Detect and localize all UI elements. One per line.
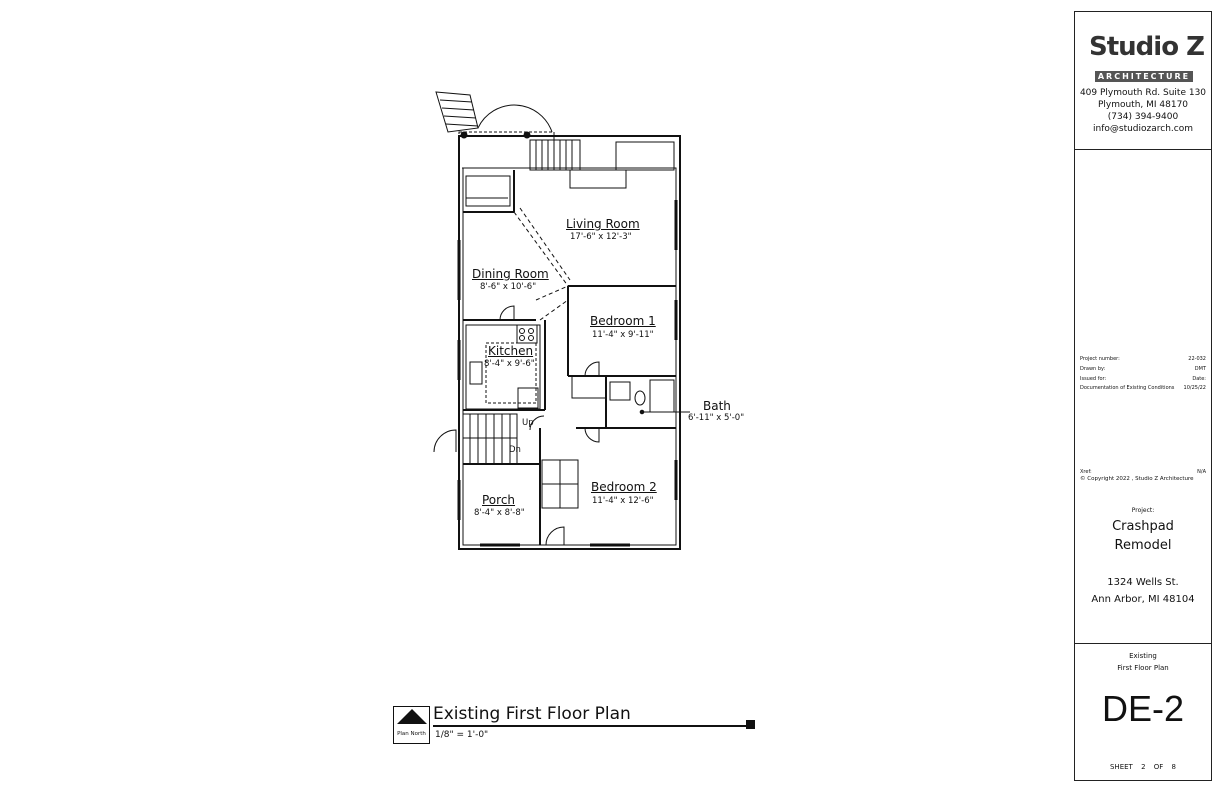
room-name-bedroom1: Bedroom 1 (590, 314, 656, 328)
fireplace-bump (569, 169, 627, 189)
firm-phone: (734) 394-9400 (1107, 112, 1179, 122)
xref-label: Xref: (1080, 469, 1092, 475)
north-arrow-box: Plan North (393, 706, 430, 744)
north-arrow-icon (397, 709, 427, 724)
door-swing (433, 429, 457, 453)
room-dims-living: 17'-6" x 12'-3" (570, 232, 632, 242)
sheet-total: 8 (1171, 763, 1177, 771)
sheet-label: SHEET (1109, 763, 1133, 771)
meta-label: Drawn by: (1080, 366, 1106, 372)
room-name-bedroom2: Bedroom 2 (591, 480, 657, 494)
meta-row: Documentation of Existing Conditions 10/… (1080, 385, 1206, 391)
stair-down-label: Dn (509, 445, 521, 455)
room-dims-bedroom2: 11'-4" x 12'-6" (592, 496, 654, 506)
copyright: © Copyright 2022 , Studio Z Architecture (1080, 476, 1206, 482)
meta-value: 22-032 (1188, 356, 1206, 362)
north-label: Plan North (397, 731, 426, 737)
meta-row: Issued for: Date: (1080, 376, 1206, 382)
room-dims-porch: 8'-4" x 8'-8" (474, 508, 525, 518)
room-name-bath: Bath (703, 399, 731, 413)
meta-value: Date: (1192, 376, 1206, 382)
exterior-door-swing (477, 104, 553, 133)
entry-stair (529, 139, 581, 171)
copyright-text: Copyright 2022 , Studio Z Architecture (1087, 476, 1194, 482)
sheet-title-line: Existing (1129, 652, 1157, 660)
sheet-section: Existing First Floor Plan DE-2 SHEET 2 O… (1075, 644, 1211, 780)
sheet-number: DE-2 (1101, 688, 1185, 729)
firm-logo-name: Studio Z (1089, 32, 1205, 62)
project-label: Project: (1131, 507, 1155, 514)
door-swing (545, 526, 565, 546)
firm-logo-sub: ARCHITECTURE (1095, 71, 1193, 82)
coat-closet (465, 175, 511, 207)
door-swing (584, 427, 600, 443)
firm-email: info@studiozarch.com (1093, 124, 1193, 134)
meta-label: Project number: (1080, 356, 1120, 362)
project-address-line: Ann Arbor, MI 48104 (1091, 594, 1195, 605)
room-dims-bath: 6'-11" x 5'-0" (688, 413, 745, 423)
plan-scale: 1/8" = 1'-0" (435, 730, 489, 740)
firm-address-line: 409 Plymouth Rd. Suite 130 (1079, 88, 1207, 98)
porch-bay (615, 141, 675, 171)
copyright-icon: © (1080, 476, 1086, 482)
door-swing (584, 361, 600, 377)
room-name-dining: Dining Room (472, 267, 549, 281)
room-dims-bedroom1: 11'-4" x 9'-11" (592, 330, 654, 340)
toilet (634, 390, 646, 406)
room-name-living: Living Room (566, 217, 640, 231)
xref-value: N/A (1197, 469, 1206, 475)
wall-dining-living (513, 211, 569, 287)
floor-plan-drawing (433, 91, 690, 550)
kitchen-sink (469, 361, 483, 385)
room-dims-kitchen: 8'-4" x 9'-6" (484, 359, 535, 369)
sheet-of: OF (1153, 763, 1164, 771)
front-stoop (458, 131, 555, 169)
xref-row: Xref: N/A (1080, 469, 1206, 475)
project-name-line: Crashpad (1112, 519, 1174, 534)
bathtub (649, 379, 675, 413)
title-block: Studio Z ARCHITECTURE 409 Plymouth Rd. S… (1074, 11, 1212, 781)
project-info-section: Project number: 22-032 Drawn by: DMT Iss… (1075, 150, 1211, 644)
room-name-kitchen: Kitchen (488, 344, 534, 358)
meta-row: Drawn by: DMT (1080, 366, 1206, 372)
firm-address-line: Plymouth, MI 48170 (1097, 100, 1189, 110)
title-underline (433, 725, 749, 727)
meta-label: Documentation of Existing Conditions (1080, 385, 1175, 391)
room-dims-dining: 8'-6" x 10'-6" (480, 282, 537, 292)
bath-vanity (609, 381, 631, 401)
bed1-closet (571, 375, 607, 399)
fridge (517, 387, 539, 409)
meta-value: DMT (1194, 366, 1206, 372)
project-name-line: Remodel (1114, 538, 1172, 553)
exterior-wall-inner (462, 167, 677, 546)
firm-logo-section: Studio Z ARCHITECTURE 409 Plymouth Rd. S… (1075, 12, 1211, 150)
stove (516, 324, 538, 344)
door-swing (499, 305, 515, 321)
sheet-title-line: First Floor Plan (1117, 664, 1169, 672)
title-line-terminator (746, 720, 755, 729)
project-address-line: 1324 Wells St. (1107, 577, 1179, 588)
sheet-count: SHEET 2 OF 8 (1075, 763, 1211, 771)
plan-title: Existing First Floor Plan (433, 704, 631, 724)
stair-up-label: Up (522, 418, 534, 428)
sheet-current: 2 (1141, 763, 1146, 771)
room-name-porch: Porch (482, 493, 516, 507)
door-swing (529, 415, 545, 431)
interior-stair (462, 413, 518, 465)
meta-label: Issued for: (1080, 376, 1107, 382)
meta-row: Project number: 22-032 (1080, 356, 1206, 362)
meta-value: 10/25/22 (1183, 385, 1206, 391)
